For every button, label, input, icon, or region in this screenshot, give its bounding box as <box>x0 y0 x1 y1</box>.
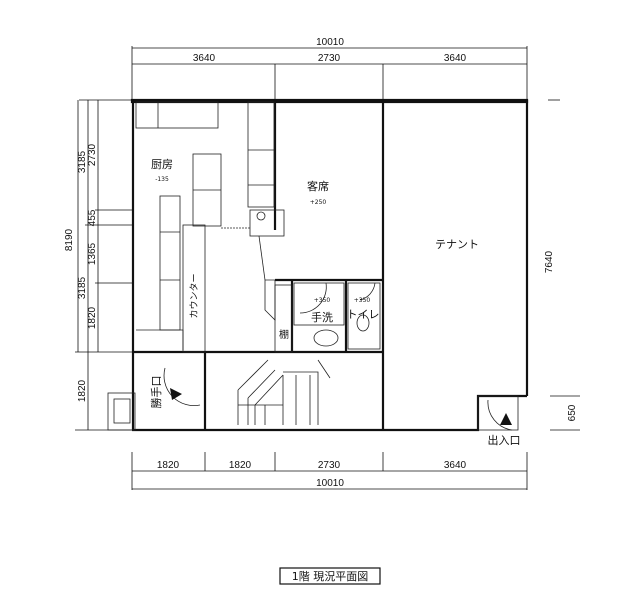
wc-fixtures <box>274 282 381 353</box>
dim-right-total: 7640 <box>544 250 555 273</box>
entrance-label: 出入口 <box>488 433 521 447</box>
dim-left-inner-4: 1820 <box>87 306 98 329</box>
entrance-arrow-icon <box>500 413 512 425</box>
kitchen-fixtures <box>135 101 285 353</box>
dim-top-3: 3640 <box>444 53 467 64</box>
stairs <box>237 359 331 425</box>
room-washroom: 手洗 <box>311 310 333 324</box>
dim-bottom-total: 10010 <box>316 478 344 489</box>
dim-left-inner-3: 1365 <box>87 242 98 265</box>
room-tenant: テナント <box>435 238 479 251</box>
room-seating: 客席 <box>307 179 329 193</box>
toilet-level: +350 <box>354 297 371 304</box>
dim-top-total: 10010 <box>316 37 344 48</box>
washroom-level: +350 <box>314 297 331 304</box>
bottom-dimensions: 1820 1820 2730 3640 10010 <box>131 452 528 490</box>
top-dimensions: 10010 3640 2730 3640 <box>131 37 528 100</box>
dim-top-2: 2730 <box>318 53 341 64</box>
dim-bottom-3: 2730 <box>318 460 341 471</box>
dim-left-inner-1: 2730 <box>87 143 98 166</box>
dim-bottom-2: 1820 <box>229 460 252 471</box>
right-dimensions: 7640 650 <box>544 99 580 431</box>
dim-left-mid-2: 3185 <box>77 276 88 299</box>
washbasin-icon <box>313 329 339 347</box>
dim-right-small: 650 <box>567 404 578 421</box>
dim-left-mid-3: 1820 <box>77 379 88 402</box>
toilet-icon <box>356 314 370 332</box>
dim-bottom-4: 3640 <box>444 460 467 471</box>
back-door-label: 勝手口 <box>149 376 163 409</box>
kitchen-level: -135 <box>155 176 169 183</box>
back-door <box>107 367 201 431</box>
shelf-label: 棚 <box>279 328 289 341</box>
entrance <box>487 399 513 431</box>
entry-arrow-icon <box>170 388 182 400</box>
drawing-title: 1階 現況平面図 <box>292 569 369 583</box>
room-kitchen: 厨房 <box>151 158 173 171</box>
dim-left-total: 8190 <box>64 228 75 251</box>
sink-icon <box>256 211 266 221</box>
seating-level: +250 <box>310 199 327 206</box>
dim-left-mid-1: 3185 <box>77 150 88 173</box>
dim-top-1: 3640 <box>193 53 216 64</box>
left-dimensions: 8190 3185 3185 1820 2730 455 1365 1820 <box>64 99 132 431</box>
walls <box>130 98 529 432</box>
room-toilet: トイレ <box>347 308 380 321</box>
dim-left-inner-2: 455 <box>87 209 98 226</box>
counter-label: カウンター <box>189 273 200 318</box>
dim-bottom-1: 1820 <box>157 460 180 471</box>
